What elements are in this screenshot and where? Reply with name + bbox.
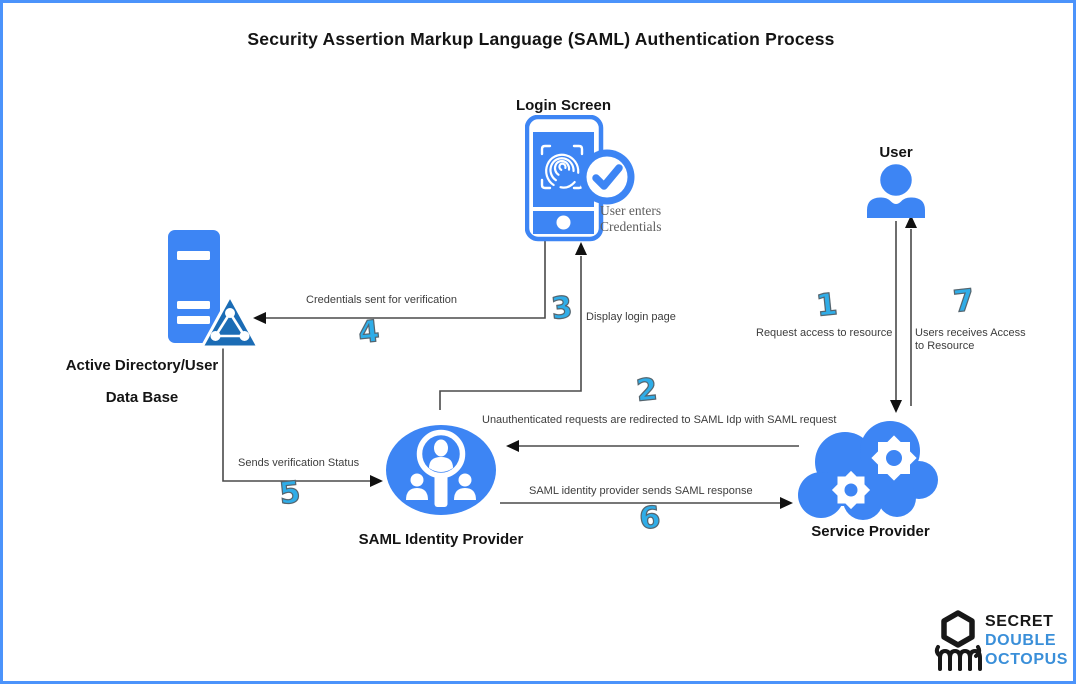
server-slot-bottom [177, 316, 210, 324]
arrow-step-4-line [266, 241, 546, 319]
person-icon [867, 161, 925, 218]
octopus-icon [934, 610, 982, 671]
step-4-label: Credentials sent for verification [306, 294, 458, 306]
arrow-step-3-line [439, 256, 582, 410]
server-slot-top [177, 251, 210, 260]
step-number-6: 6 [637, 499, 663, 537]
server-tower-icon [168, 230, 260, 349]
octopus-legs [934, 645, 982, 671]
cloud-gears-icon [798, 421, 938, 520]
logo-text-double: DOUBLE [985, 632, 1057, 649]
logo-text-octopus: OCTOPUS [985, 651, 1069, 668]
step-number-3: 3 [549, 289, 575, 327]
phone-fingerprint-icon [525, 115, 635, 242]
service-provider-label: Service Provider [811, 523, 930, 540]
magnifier-person-head [434, 439, 448, 457]
step-2-label: Unauthenticated requests are redirected … [482, 414, 837, 426]
logo-text-secret: SECRET [985, 613, 1054, 630]
step-7-label: Users receives Access to Resource [915, 327, 1026, 352]
step-1-label: Request access to resource [756, 327, 893, 339]
active-directory-label-line2: Data Base [105, 389, 179, 406]
arrow-step-7-head [905, 215, 917, 228]
arrow-step-6-head [780, 497, 793, 509]
active-directory-label-line1: Active Directory/User [65, 357, 219, 374]
arrow-step-5-head [370, 475, 383, 487]
arrow-step-4-head [253, 312, 266, 324]
step-number-5: 5 [277, 474, 303, 512]
step-number-2: 2 [634, 371, 660, 409]
user-label: User [879, 144, 913, 161]
step-number-7: 7 [951, 282, 977, 320]
step-number-1: 1 [814, 286, 840, 324]
step-number-4: 4 [356, 313, 382, 351]
person-head [877, 161, 915, 199]
arrow-step-5-line [222, 348, 370, 482]
gear-small [831, 470, 871, 510]
fingerprint-glyph [545, 153, 580, 189]
diagram-title: Security Assertion Markup Language (SAML… [247, 29, 835, 49]
phone-home-button [556, 215, 571, 230]
login-screen-label: Login Screen [515, 97, 612, 114]
arrow-step-3-head [575, 242, 587, 255]
person-body [867, 197, 925, 218]
magnifier-handle [434, 473, 448, 507]
network-triangle-icon [200, 294, 260, 349]
server-slot-mid [177, 301, 210, 309]
octopus-head [941, 610, 975, 648]
arrow-step-2-head [506, 440, 519, 452]
checkmark-badge-icon [579, 149, 635, 205]
step-3-label: Display login page [586, 311, 676, 323]
idp-label: SAML Identity Provider [358, 531, 524, 548]
magnifier-person-body [429, 457, 453, 472]
user-enters-credentials-note: User enters Credentials [600, 203, 662, 234]
side-person-left [406, 473, 428, 500]
side-person-right [454, 473, 476, 500]
magnifier-user-icon [386, 425, 496, 515]
gear-large [871, 435, 917, 481]
cloud-shape [798, 421, 938, 520]
step-5-label: Sends verification Status [238, 457, 360, 469]
step-6-label: SAML identity provider sends SAML respon… [529, 485, 753, 497]
connector-lines [222, 215, 917, 509]
arrow-step-1-head [890, 400, 902, 413]
